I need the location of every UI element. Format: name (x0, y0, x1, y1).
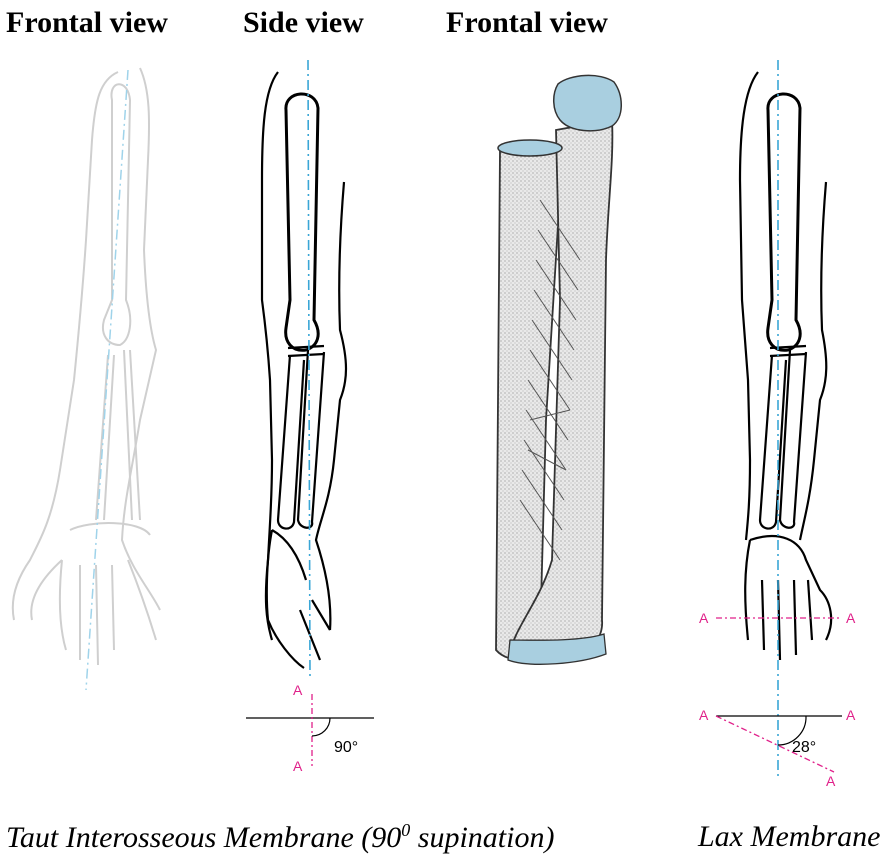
caption-taut-membrane: Taut Interosseous Membrane (900 supinati… (6, 820, 554, 855)
lax-humerus (768, 94, 800, 350)
lax-arm-outline-left (740, 72, 758, 540)
lax-hand (745, 536, 831, 660)
caption-taut-superscript: 0 (401, 820, 410, 840)
lax-label-a-hand-left: A (699, 610, 709, 626)
caption-taut-suffix: supination) (410, 821, 554, 854)
lax-label-a-reference-right: A (846, 707, 856, 723)
caption-lax-membrane: Lax Membrane (698, 820, 880, 854)
lax-rotated-axis-line (716, 716, 834, 772)
caption-taut-prefix: Taut Interosseous Membrane (90 (6, 821, 401, 854)
lax-label-a-hand-right: A (846, 610, 856, 626)
lax-arm-outline-right (800, 182, 826, 540)
lax-label-a-rotated: A (826, 773, 836, 789)
lax-label-a-reference-left: A (699, 707, 709, 723)
lax-angle-value: 28° (792, 739, 816, 756)
